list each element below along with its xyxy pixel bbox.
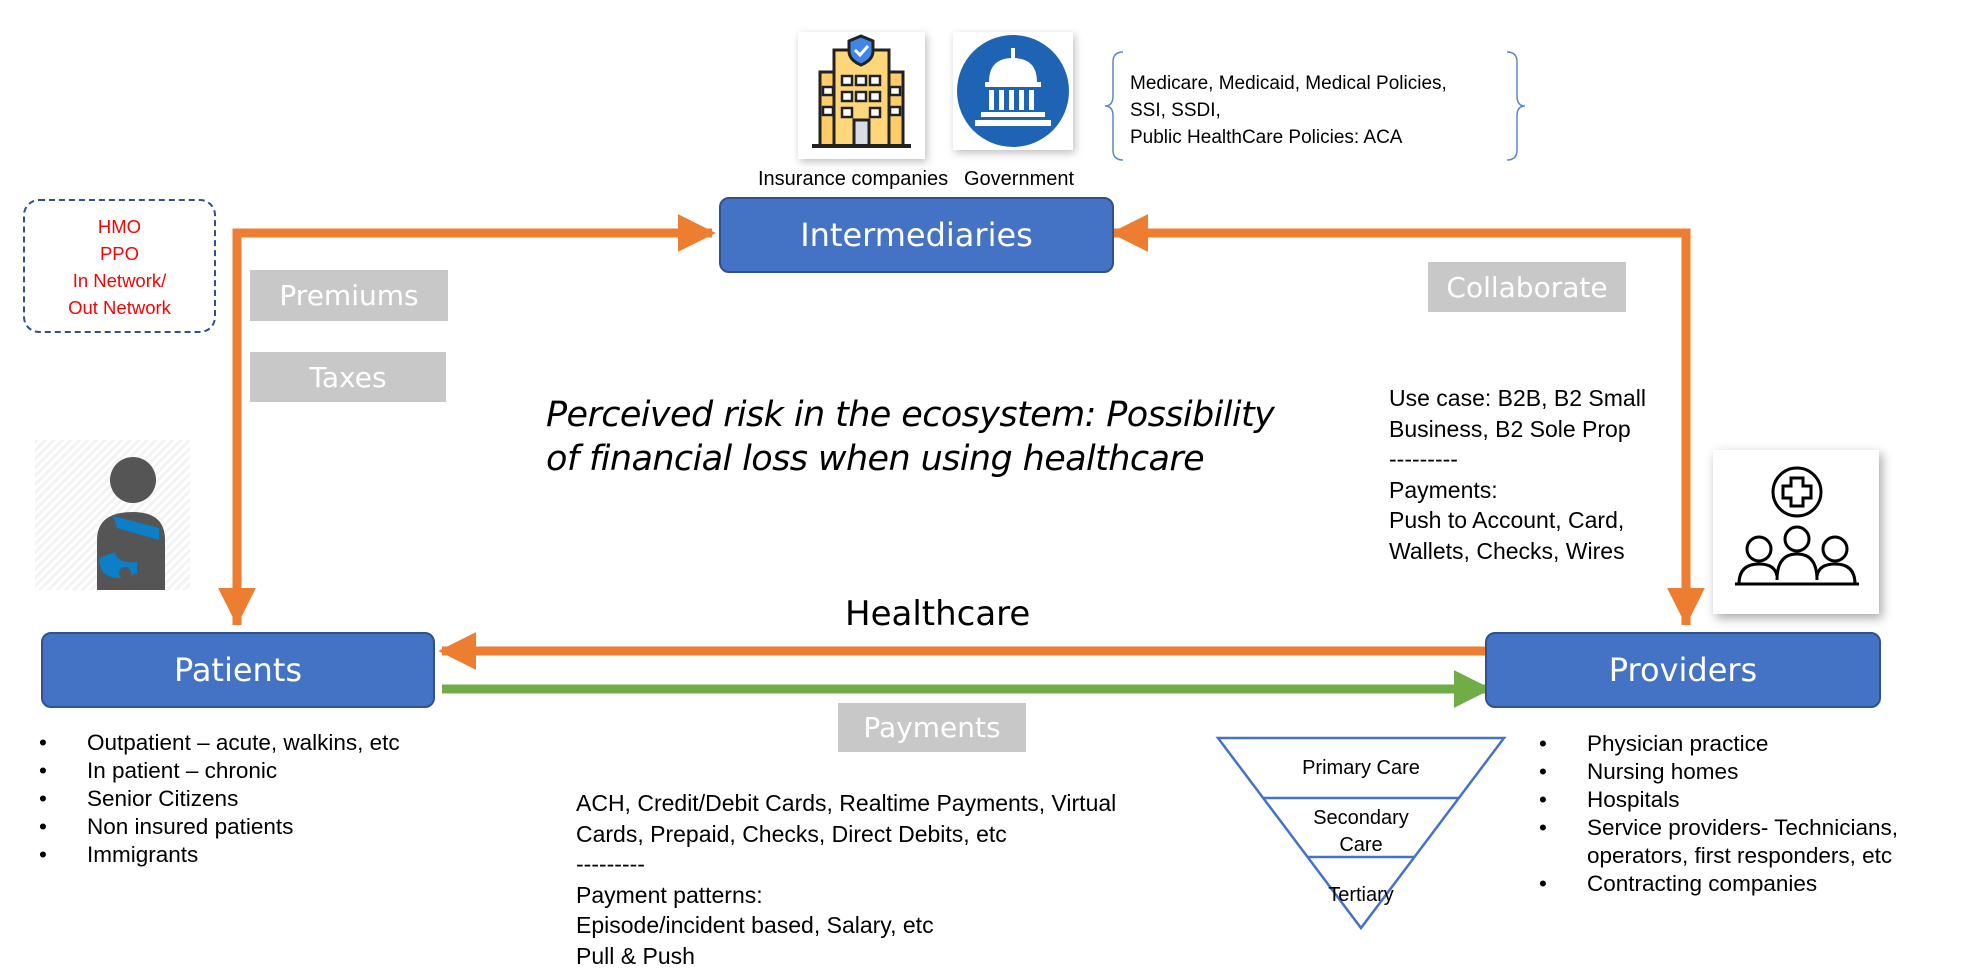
list-item: Physician practice (1539, 730, 1898, 758)
payments-detail-line: Cards, Prepaid, Checks, Direct Debits, e… (576, 819, 1116, 850)
use-case-line: Wallets, Checks, Wires (1389, 536, 1646, 567)
right-curly-brace (1503, 50, 1527, 162)
intermediaries-label: Intermediaries (800, 216, 1033, 254)
list-item: In patient – chronic (39, 757, 400, 785)
policy-line: Public HealthCare Policies: ACA (1130, 124, 1447, 151)
providers-node[interactable]: Providers (1485, 632, 1881, 708)
payments-detail-line: Episode/incident based, Salary, etc (576, 910, 1116, 941)
risk-line: Perceived risk in the ecosystem: Possibi… (546, 393, 1274, 437)
patients-list: Outpatient – acute, walkins, etc In pati… (39, 729, 400, 869)
plan-types-list: HMO PPO In Network/ Out Network (23, 213, 216, 321)
payments-detail-text: ACH, Credit/Debit Cards, Realtime Paymen… (576, 788, 1116, 971)
injured-patient-icon (35, 440, 190, 590)
list-item-text: Hospitals (1587, 787, 1680, 812)
medical-group-icon (1713, 450, 1879, 614)
public-policies-text: Medicare, Medicaid, Medical Policies, SS… (1130, 70, 1447, 151)
list-item-text: Physician practice (1587, 731, 1768, 756)
policy-line: Medicare, Medicaid, Medical Policies, (1130, 70, 1447, 97)
insurance-companies-label: Insurance companies (758, 168, 948, 191)
patients-node[interactable]: Patients (41, 632, 435, 708)
list-item: Hospitals (1539, 786, 1898, 814)
list-item-text: Service providers- Technicians, (1587, 814, 1898, 842)
government-capitol-icon (953, 32, 1073, 150)
primary-care-label: Primary Care (1251, 757, 1471, 780)
healthcare-label: Healthcare (845, 594, 1030, 634)
plan-type: Out Network (23, 294, 216, 321)
insurance-building-icon (798, 32, 925, 159)
secondary-care-label-1: Secondary (1251, 807, 1471, 830)
list-item-text: Nursing homes (1587, 759, 1738, 784)
tertiary-care-label: Tertiary (1251, 884, 1471, 907)
use-case-line: --------- (1389, 444, 1646, 475)
providers-list: Physician practice Nursing homes Hospita… (1539, 730, 1898, 898)
intermediaries-node[interactable]: Intermediaries (719, 197, 1114, 273)
payments-detail-line: ACH, Credit/Debit Cards, Realtime Paymen… (576, 788, 1116, 819)
government-label: Government (964, 168, 1074, 191)
capitol-dome-icon (953, 32, 1073, 150)
secondary-care-label-2: Care (1251, 834, 1471, 857)
list-item: Nursing homes (1539, 758, 1898, 786)
use-case-line: Payments: (1389, 475, 1646, 506)
risk-statement: Perceived risk in the ecosystem: Possibi… (546, 393, 1274, 481)
payments-detail-line: --------- (576, 849, 1116, 880)
payments-label: Payments (838, 703, 1026, 752)
list-item: Immigrants (39, 841, 400, 869)
list-item: Contracting companies (1539, 870, 1898, 898)
premiums-label: Premiums (250, 270, 448, 321)
plan-type: HMO (23, 213, 216, 240)
policy-line: SSI, SSDI, (1130, 97, 1447, 124)
plan-type: In Network/ (23, 267, 216, 294)
left-curly-brace (1103, 50, 1127, 162)
list-item: Outpatient – acute, walkins, etc (39, 729, 400, 757)
payments-detail-line: Pull & Push (576, 941, 1116, 971)
list-item-text: Contracting companies (1587, 871, 1817, 896)
plan-type: PPO (23, 240, 216, 267)
taxes-label: Taxes (250, 352, 446, 402)
payments-detail-line: Payment patterns: (576, 880, 1116, 911)
list-item: Service providers- Technicians,operators… (1539, 814, 1898, 870)
risk-line: of financial loss when using healthcare (546, 437, 1274, 481)
use-case-line: Use case: B2B, B2 Small (1389, 383, 1646, 414)
list-item: Senior Citizens (39, 785, 400, 813)
use-case-line: Push to Account, Card, (1389, 505, 1646, 536)
use-case-text: Use case: B2B, B2 Small Business, B2 Sol… (1389, 383, 1646, 566)
providers-label: Providers (1609, 651, 1757, 689)
list-item-text: operators, first responders, etc (1587, 842, 1898, 870)
use-case-line: Business, B2 Sole Prop (1389, 414, 1646, 445)
patients-label: Patients (174, 651, 302, 689)
list-item: Non insured patients (39, 813, 400, 841)
collaborate-label: Collaborate (1428, 262, 1626, 312)
